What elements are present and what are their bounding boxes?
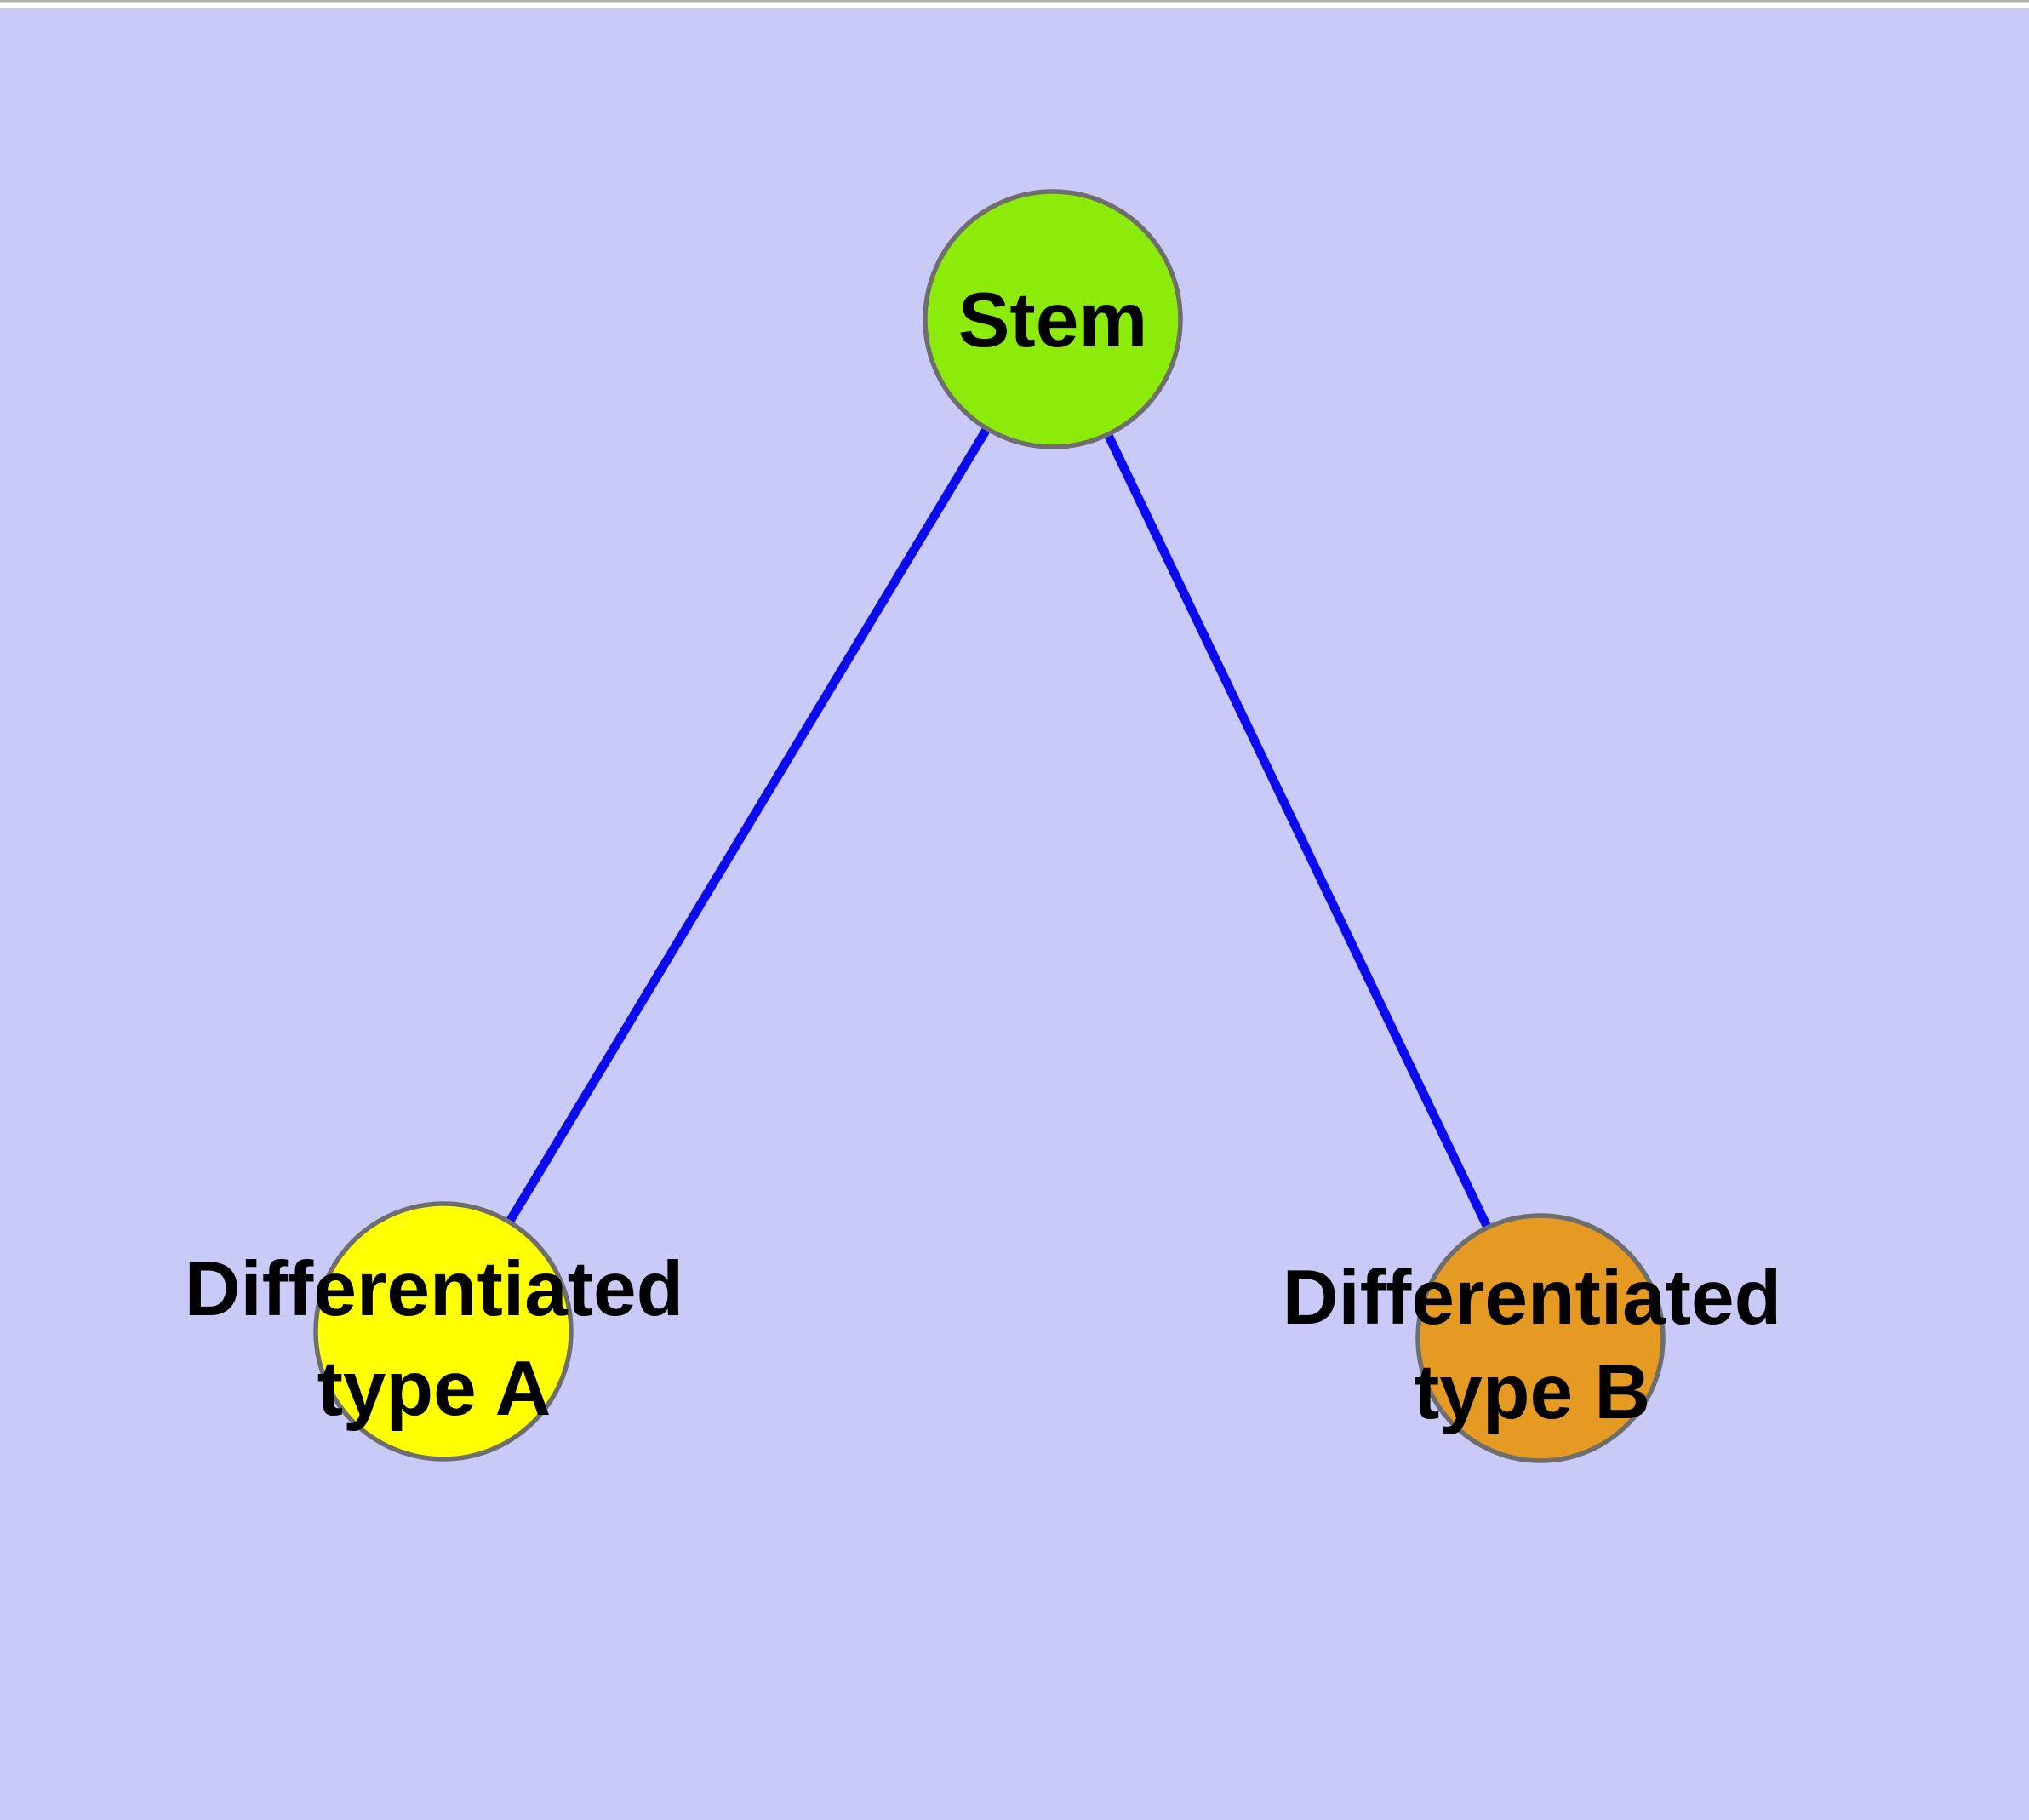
edge-group: [439, 317, 1545, 1341]
node-label-differentiated-type-b-line-2: type B: [1414, 1349, 1650, 1435]
node-label-differentiated-type-a-line-2: type A: [317, 1346, 552, 1432]
node-stem: [923, 189, 1183, 449]
node-differentiated-type-a: [313, 1201, 574, 1462]
node-label-group: Stem Differentiated type A Differentiate…: [185, 278, 1782, 1435]
node-label-stem: Stem: [958, 278, 1148, 363]
node-label-differentiated-type-b-line-1: Differentiated: [1283, 1255, 1782, 1341]
window-top-strip: [0, 0, 2029, 8]
window-top-border: [0, 0, 2029, 3]
node-label-differentiated-type-a-line-1: Differentiated: [185, 1246, 684, 1332]
node-group: [313, 189, 1666, 1463]
edge-stem-to-differentiated-type-b: [1049, 317, 1545, 1341]
edge-stem-to-differentiated-type-a: [439, 317, 1057, 1334]
node-differentiated-type-b: [1415, 1213, 1666, 1463]
